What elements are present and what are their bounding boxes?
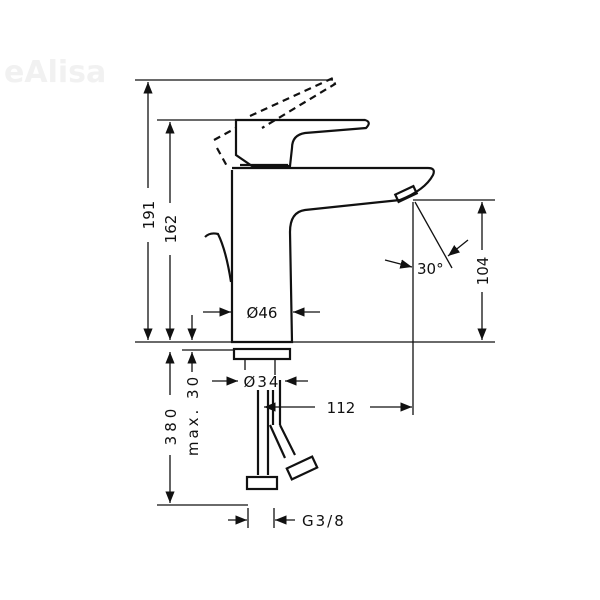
mounting-nut xyxy=(232,347,292,361)
dimension-spout-angle: 30° xyxy=(384,201,469,278)
label-g3-8: G3/8 xyxy=(302,512,346,530)
supply-hoses xyxy=(245,380,319,491)
dimension-max-thickness: max. 30 xyxy=(184,352,202,456)
dimension-hose-length: 380 xyxy=(162,352,180,503)
hose-connector-right xyxy=(285,455,319,481)
faucet-outline xyxy=(204,76,435,375)
watermark-logo: eAlisa xyxy=(4,55,106,90)
label-104: 104 xyxy=(474,257,492,286)
popup-rod xyxy=(204,232,233,283)
label-380: 380 xyxy=(162,405,180,446)
dimension-spout-reach: 112 xyxy=(264,399,412,417)
dimension-shank-diameter: Ø34 xyxy=(212,373,308,391)
dimension-body-diameter: Ø46 xyxy=(203,304,320,322)
label-diameter-34: Ø34 xyxy=(244,373,281,391)
aerator xyxy=(393,184,419,204)
dimension-total-height: 191 xyxy=(140,82,158,340)
label-max-30: max. 30 xyxy=(184,374,202,456)
extension-lines xyxy=(135,79,495,528)
hose-connector-left xyxy=(245,475,279,491)
label-162: 162 xyxy=(162,215,180,244)
label-112: 112 xyxy=(327,399,356,417)
dimension-lever-height: 162 xyxy=(162,121,180,340)
dimension-connection-thread: G3/8 xyxy=(228,512,346,530)
label-191: 191 xyxy=(140,201,158,230)
label-30-degrees: 30° xyxy=(417,260,444,278)
dimension-spout-height: 104 xyxy=(474,202,492,340)
label-diameter-46: Ø46 xyxy=(247,304,278,322)
